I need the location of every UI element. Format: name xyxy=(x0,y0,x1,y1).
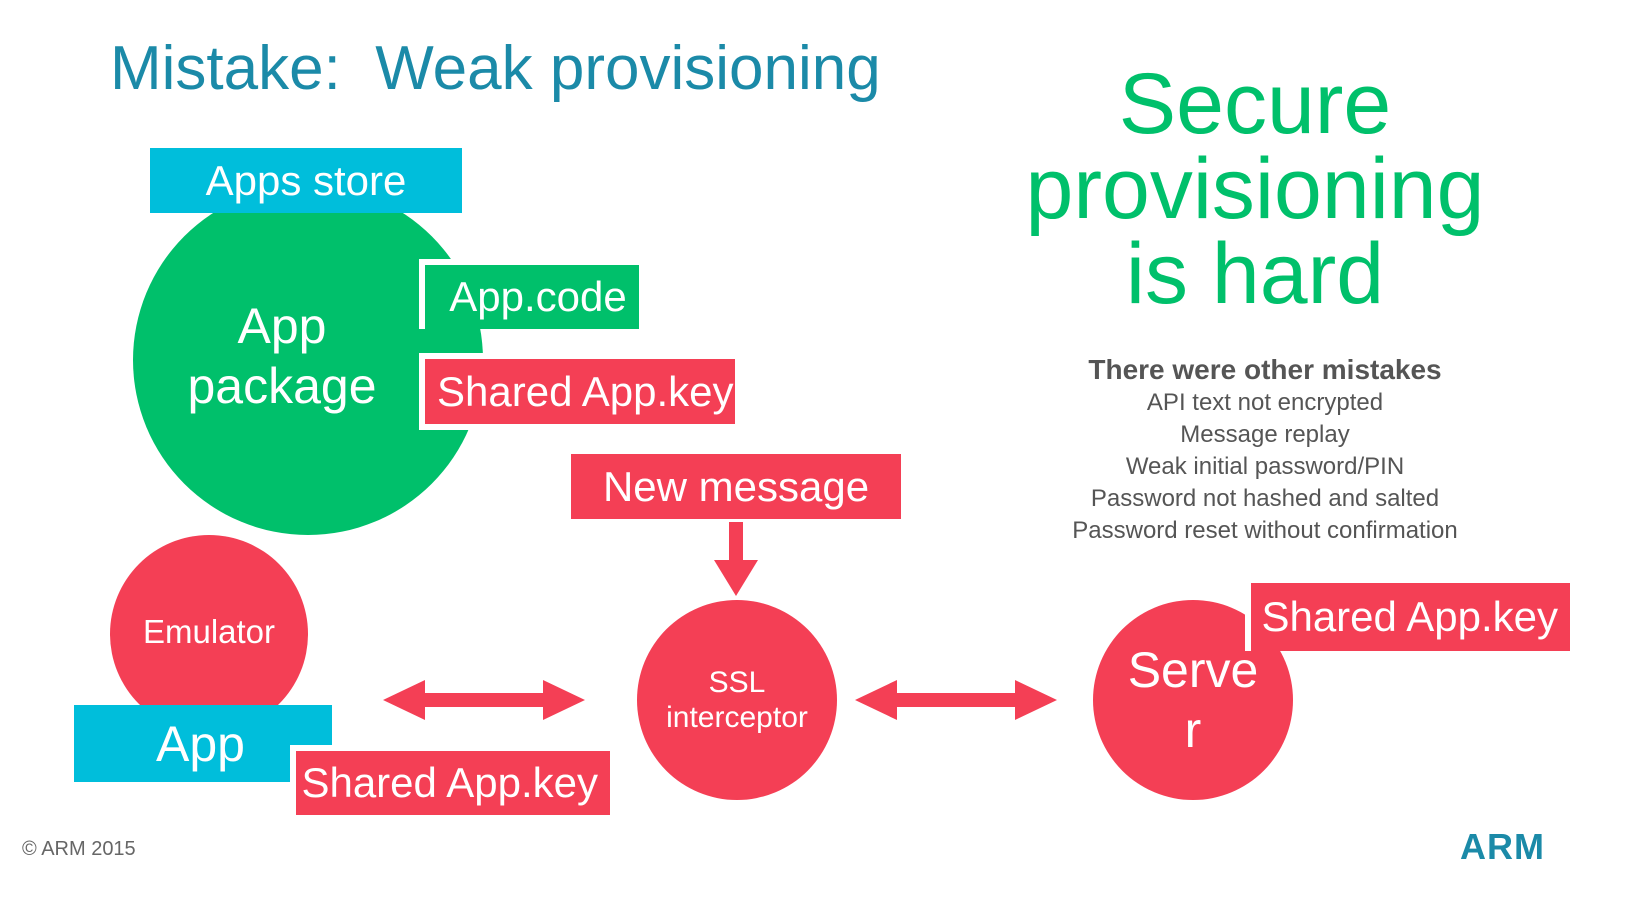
headline-line-3: is hard xyxy=(1125,226,1385,322)
server-label-2: r xyxy=(1184,702,1202,758)
mistake-item: Password not hashed and salted xyxy=(1090,485,1440,512)
ssl-label-2: interceptor xyxy=(666,701,808,734)
emulator-label: Emulator xyxy=(142,613,276,650)
ssl-label-1: SSL xyxy=(708,666,766,699)
mistake-item: Password reset without confirmation xyxy=(1072,517,1458,544)
apps-store-box: Apps store xyxy=(150,148,462,213)
app-package-label-1: App xyxy=(237,298,327,354)
shared-key-package-box: Shared App.key xyxy=(419,353,735,430)
app-box: App xyxy=(74,705,332,782)
shared-key-server-box: Shared App.key xyxy=(1245,583,1570,651)
new-message-box: New message xyxy=(571,454,901,519)
shared-key-app-box: Shared App.key xyxy=(290,745,610,815)
arm-logo: ARM xyxy=(1460,826,1545,867)
double-arrow-right-icon xyxy=(855,680,1057,720)
copyright-footer: © ARM 2015 xyxy=(22,838,136,860)
slide-title: Mistake: Weak provisioning xyxy=(110,34,881,103)
headline-line-1: Secure xyxy=(1118,56,1392,152)
down-arrow-icon xyxy=(714,522,758,596)
server-label-1: Serve xyxy=(1127,642,1259,698)
double-arrow-left-icon xyxy=(383,680,585,720)
app-code-box: App.code xyxy=(419,259,639,329)
emulator-circle: Emulator xyxy=(110,535,308,733)
headline: Secure provisioning is hard xyxy=(985,56,1525,322)
app-package-label-2: package xyxy=(187,358,377,414)
mistake-item: API text not encrypted xyxy=(1146,389,1384,416)
mistakes-heading: There were other mistakes xyxy=(1088,354,1442,385)
other-mistakes: There were other mistakes API text not e… xyxy=(1000,353,1530,547)
mistake-item: Weak initial password/PIN xyxy=(1125,453,1405,480)
ssl-interceptor-circle: SSL interceptor xyxy=(637,600,837,800)
headline-line-2: provisioning xyxy=(1025,141,1485,237)
mistake-item: Message replay xyxy=(1180,421,1350,448)
